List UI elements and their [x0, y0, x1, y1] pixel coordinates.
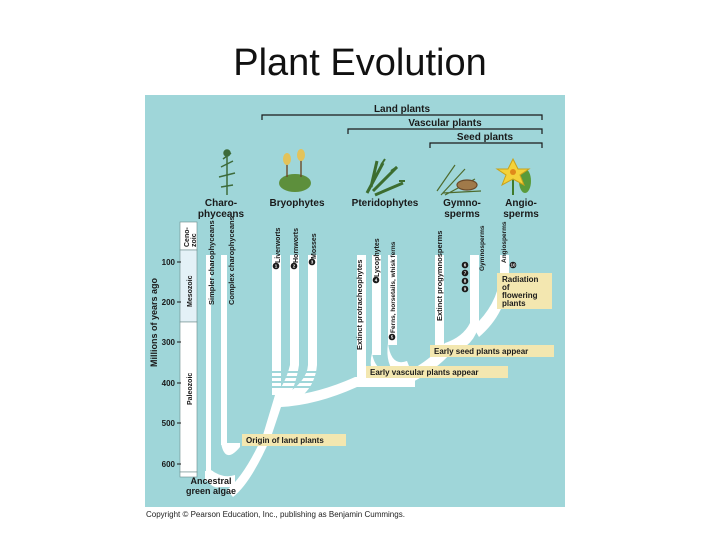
early-vascular-box: [366, 366, 508, 378]
mosses-label: Mosses: [311, 233, 318, 259]
bryophyte-illustration: [279, 149, 311, 192]
branch-gaps: [270, 371, 320, 388]
early-vascular-label: Early vascular plants appear: [370, 368, 479, 377]
copyright-notice: Copyright © Pearson Education, Inc., pub…: [146, 510, 405, 519]
seed-plants-label: Seed plants: [457, 132, 514, 143]
badge-1-number: 1: [275, 264, 278, 269]
origin-land-label: Origin of land plants: [246, 436, 324, 445]
badge-6: [461, 261, 469, 269]
angiosperm-illustration: [495, 157, 531, 195]
angiosperms-heading-1: Angio-: [505, 198, 537, 209]
badge-1: [272, 262, 280, 270]
axis-label: Millions of years ago: [149, 277, 159, 367]
badge-8: [461, 277, 469, 285]
lycophytes-label: Lycophytes: [374, 238, 381, 277]
tick-300: 300: [162, 338, 176, 347]
page-title: Plant Evolution: [233, 42, 487, 84]
bryophytes-heading: Bryophytes: [269, 198, 324, 209]
badge-4-number: 4: [375, 278, 378, 283]
badge-9: [461, 285, 469, 293]
badge-9-number: 9: [464, 287, 467, 292]
land-plants-bracket: [261, 114, 543, 120]
tick-200: 200: [162, 298, 176, 307]
liverworts-label: Liverworts: [275, 227, 282, 263]
gymnosperms-heading-2: sperms: [444, 209, 480, 220]
gymnosperm-illustration: [436, 164, 482, 196]
ancestral-line-1: Ancestral: [190, 476, 231, 486]
badge-10-number: 10: [510, 263, 516, 268]
gymnosperms-label: Gymnosperms: [479, 225, 486, 271]
tick-100: 100: [162, 258, 176, 267]
ancestral-line-2: green algae: [186, 486, 236, 496]
badge-4: [372, 276, 380, 284]
cenozoic-label-1: Ceno-: [184, 227, 191, 248]
axis-ticks: [177, 261, 181, 465]
angiosperms-heading-2: sperms: [503, 209, 539, 220]
complex-charophyceans-label: Complex charophyceans: [227, 216, 236, 305]
early-seed-box: [430, 345, 554, 357]
radiation-box: [497, 273, 552, 309]
tick-600: 600: [162, 460, 176, 469]
gymnosperms-heading-1: Gymno-: [443, 198, 481, 209]
extinct-progymnosperms-label: Extinct progymnosperms: [435, 231, 444, 321]
radiation-line-4: plants: [502, 299, 526, 308]
badge-2-number: 2: [293, 264, 296, 269]
ferns-label: Ferns, horsetails, whisk ferns: [390, 241, 397, 333]
badge-5: [388, 333, 396, 341]
radiation-line-3: flowering: [502, 291, 538, 300]
badge-7-number: 7: [464, 271, 467, 276]
radiation-line-1: Radiation: [502, 275, 539, 284]
charophycean-illustration: [218, 149, 236, 195]
badge-3: [308, 258, 316, 266]
pteridophyte-illustration: [365, 158, 405, 197]
extinct-protracheophytes-label: Extinct protracheophytes: [355, 260, 364, 350]
simpler-charophyceans-label: Simpler charophyceans: [207, 220, 216, 305]
mesozoic-label: Mesozoic: [187, 275, 194, 307]
land-plants-label: Land plants: [374, 104, 431, 115]
early-seed-label: Early seed plants appear: [434, 347, 528, 356]
vascular-plants-bracket: [347, 128, 543, 134]
cenozoic-label-2: zoic: [191, 233, 198, 247]
tick-500: 500: [162, 419, 176, 428]
charophyceans-heading-2: phyceans: [198, 209, 245, 220]
badge-7: [461, 269, 469, 277]
tick-400: 400: [162, 379, 176, 388]
vascular-plants-label: Vascular plants: [408, 118, 482, 129]
pteridophytes-heading: Pteridophytes: [352, 198, 419, 209]
time-scale: [179, 221, 198, 478]
phylogeny-figure: Land plants Vascular plants Seed plants …: [145, 95, 565, 507]
badge-5-number: 5: [391, 335, 394, 340]
charophyceans-heading-1: Charo-: [205, 198, 237, 209]
badge-3-number: 3: [311, 260, 314, 265]
number-badges: [272, 258, 517, 341]
hornworts-label: Hornworts: [293, 228, 300, 263]
radiation-line-2: of: [502, 283, 510, 292]
paleozoic-label: Paleozoic: [187, 373, 194, 405]
badge-2: [290, 262, 298, 270]
angiosperms-label: Angiosperms: [501, 221, 508, 263]
badge-10: [509, 261, 517, 269]
origin-land-box: [242, 434, 346, 446]
badge-6-number: 6: [464, 263, 467, 268]
seed-plants-bracket: [429, 142, 543, 148]
badge-8-number: 8: [464, 279, 467, 284]
